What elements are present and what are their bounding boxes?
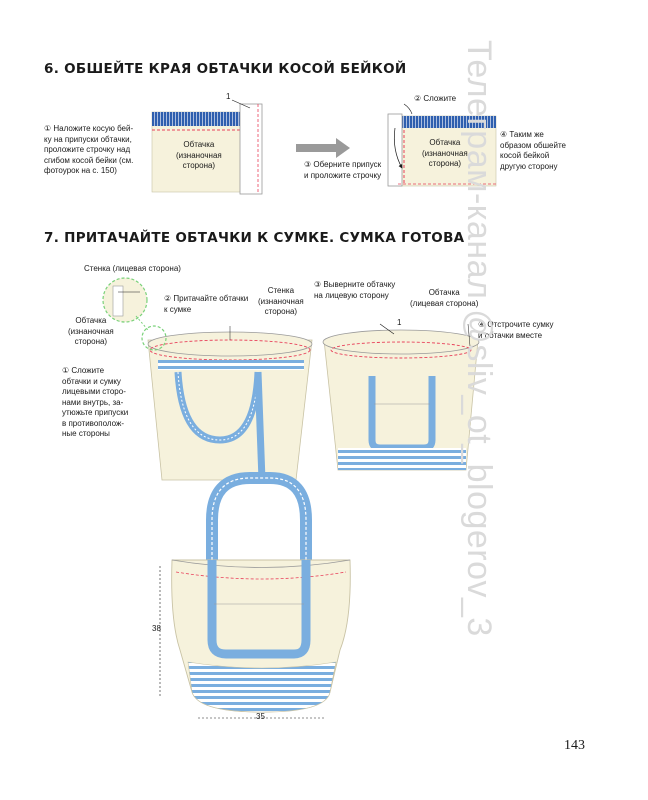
step6-arrow [296,138,350,158]
step7-wall-wrong: Стенка (изнаночная сторона) [258,286,304,316]
dimension-width: 35 [256,712,265,721]
step7-heading: 7. ПРИТАЧАЙТЕ ОБТАЧКИ К СУМКЕ. СУМКА ГОТ… [44,230,465,246]
step7-note2: ② Притачайте обтачки к сумке [164,294,249,314]
step6-marker1: 1 [226,92,231,101]
step7-bag-left [102,277,313,481]
step6-panel1 [151,99,263,195]
step7-bag-right [322,323,480,471]
dimension-height: 38 [152,624,161,633]
step7-wall-face: Стенка (лицевая сторона) [84,264,181,273]
final-bag [159,472,351,719]
step7-note1: ① Сложите обтачки и сумку лицевыми сторо… [62,366,129,438]
step7-facing-wrong: Обтачка (изнаночная сторона) [68,316,114,346]
step6-panel2-label: Обтачка (изнаночная сторона) [422,138,468,168]
step6-note1: ① Наложите косую бей- ку на припуски обт… [44,124,134,175]
watermark: Телеграм-канал @sliv_ot_blogerov_3 [460,40,498,637]
step6-note3: ③ Оберните припуск и проложите строчку [304,160,382,180]
step7-marker1: 1 [397,318,402,327]
step6-heading: 6. ОБШЕЙТЕ КРАЯ ОБТАЧКИ КОСОЙ БЕЙКОЙ [44,61,407,77]
step7-note4: ④ Отстрочите сумку и обтачки вместе [478,320,554,340]
step7-facing-face: Обтачка (лицевая сторона) [410,288,479,308]
page-number: 143 [564,738,585,753]
step6-note2: ② Сложите [414,94,457,103]
step6-panel1-label: Обтачка (изнаночная сторона) [176,140,222,170]
step6-note4: ④ Таким же образом обшейте косой бейкой … [500,130,566,171]
step6-panel2 [387,103,497,187]
step7-note3: ③ Выверните обтачку на лицевую сторону [314,280,396,300]
